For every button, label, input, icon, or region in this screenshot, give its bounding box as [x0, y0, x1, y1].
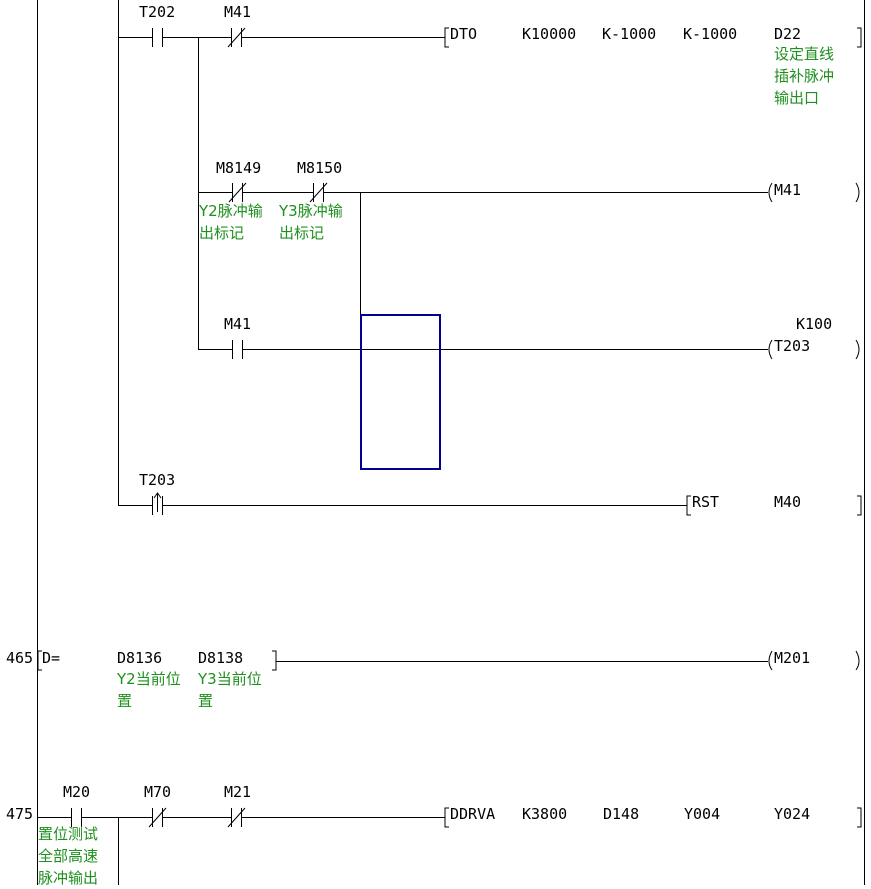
operand-d22[interactable]: D22	[774, 25, 802, 43]
operand-k10000[interactable]: K10000	[522, 25, 577, 43]
comment-m8149-line1: Y2脉冲输	[199, 202, 263, 220]
contact-label-t203-rising[interactable]: T203	[139, 471, 176, 489]
contact-label-m21-nc[interactable]: M21	[224, 783, 252, 801]
operand-k-1000-b[interactable]: K-1000	[683, 25, 738, 43]
comment-m8150-line1: Y3脉冲输	[279, 202, 343, 220]
instruction-dto[interactable]: DTO	[450, 25, 478, 43]
comment-m20-line1: 置位测试	[38, 825, 99, 843]
comment-d22-line3: 输出口	[774, 89, 820, 107]
step-number-465: 465	[6, 649, 34, 667]
contact-label-m41-nc[interactable]: M41	[224, 3, 252, 21]
operand-m40[interactable]: M40	[774, 493, 802, 511]
comment-d8138-line1: Y3当前位	[198, 670, 262, 688]
operand-y004[interactable]: Y004	[684, 805, 721, 823]
timer-preset-k100[interactable]: K100	[796, 315, 833, 333]
comment-m20-line3: 脉冲输出	[38, 869, 99, 887]
comment-d22-line2: 插补脉冲	[774, 67, 835, 85]
comment-m20-line2: 全部高速	[38, 847, 99, 865]
contact-label-t202[interactable]: T202	[139, 3, 176, 21]
operand-d148[interactable]: D148	[603, 805, 640, 823]
contact-label-m70-nc[interactable]: M70	[144, 783, 172, 801]
comment-d8136-line2: 置	[117, 692, 133, 710]
operand-y024[interactable]: Y024	[774, 805, 811, 823]
cell-selection-cursor[interactable]	[360, 314, 441, 470]
comment-d8138-line2: 置	[198, 692, 214, 710]
contact-label-m41[interactable]: M41	[224, 315, 252, 333]
operand-d8138[interactable]: D8138	[198, 649, 244, 667]
contact-label-m8150[interactable]: M8150	[297, 159, 343, 177]
operand-k3800[interactable]: K3800	[522, 805, 568, 823]
comment-m8149-line2: 出标记	[199, 224, 245, 242]
comment-d8136-line1: Y2当前位	[117, 670, 181, 688]
contact-label-m8149[interactable]: M8149	[216, 159, 262, 177]
step-number-475: 475	[6, 805, 34, 823]
coil-label-m41[interactable]: M41	[774, 181, 802, 199]
operand-k-1000-a[interactable]: K-1000	[602, 25, 657, 43]
instruction-ddrva[interactable]: DDRVA	[450, 805, 496, 823]
contact-label-m20[interactable]: M20	[63, 783, 91, 801]
comment-m8150-line2: 出标记	[279, 224, 325, 242]
comment-d22-line1: 设定直线	[774, 45, 835, 63]
coil-label-m201[interactable]: M201	[774, 649, 811, 667]
instruction-d-equal[interactable]: D=	[42, 649, 61, 667]
coil-label-t203[interactable]: T203	[774, 337, 811, 355]
operand-d8136[interactable]: D8136	[117, 649, 163, 667]
instruction-rst[interactable]: RST	[692, 493, 720, 511]
